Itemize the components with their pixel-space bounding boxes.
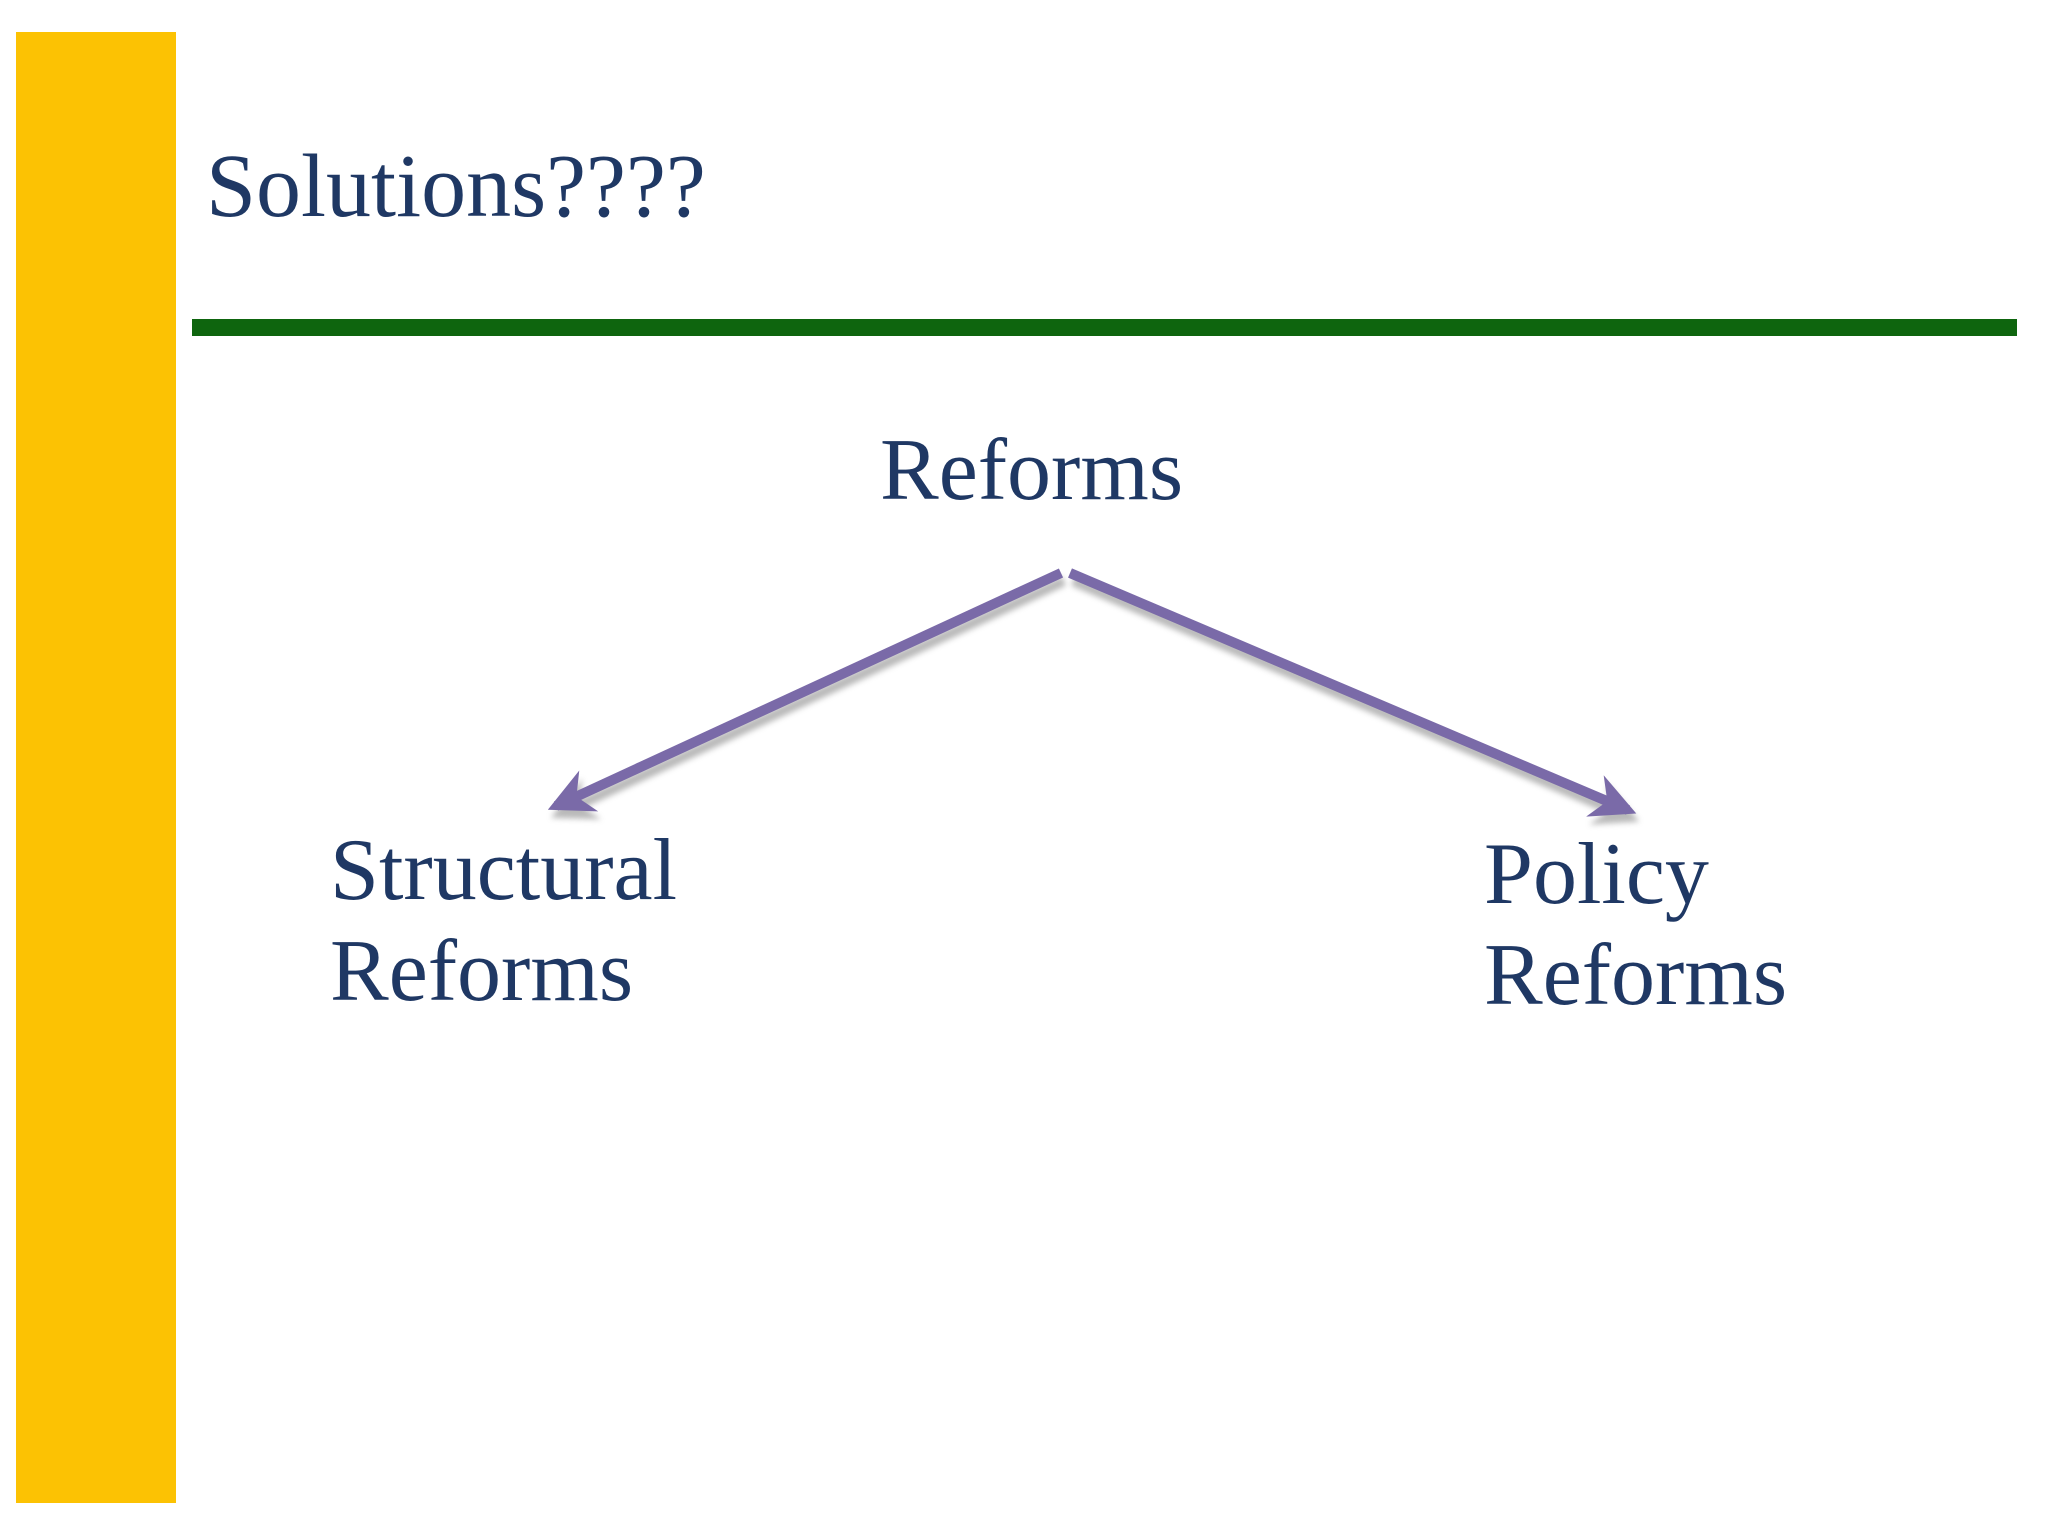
accent-bar bbox=[16, 32, 176, 1503]
diagram-node-reforms: Reforms bbox=[880, 422, 1184, 519]
right-branch-arrow bbox=[1068, 568, 1637, 817]
diagram-node-policy-reforms: Policy Reforms bbox=[1484, 826, 1788, 1024]
diagram-node-structural-reforms: Structural Reforms bbox=[330, 822, 678, 1020]
slide-title: Solutions???? bbox=[206, 137, 706, 236]
left-branch-arrow bbox=[547, 568, 1064, 812]
title-divider bbox=[192, 319, 2017, 336]
